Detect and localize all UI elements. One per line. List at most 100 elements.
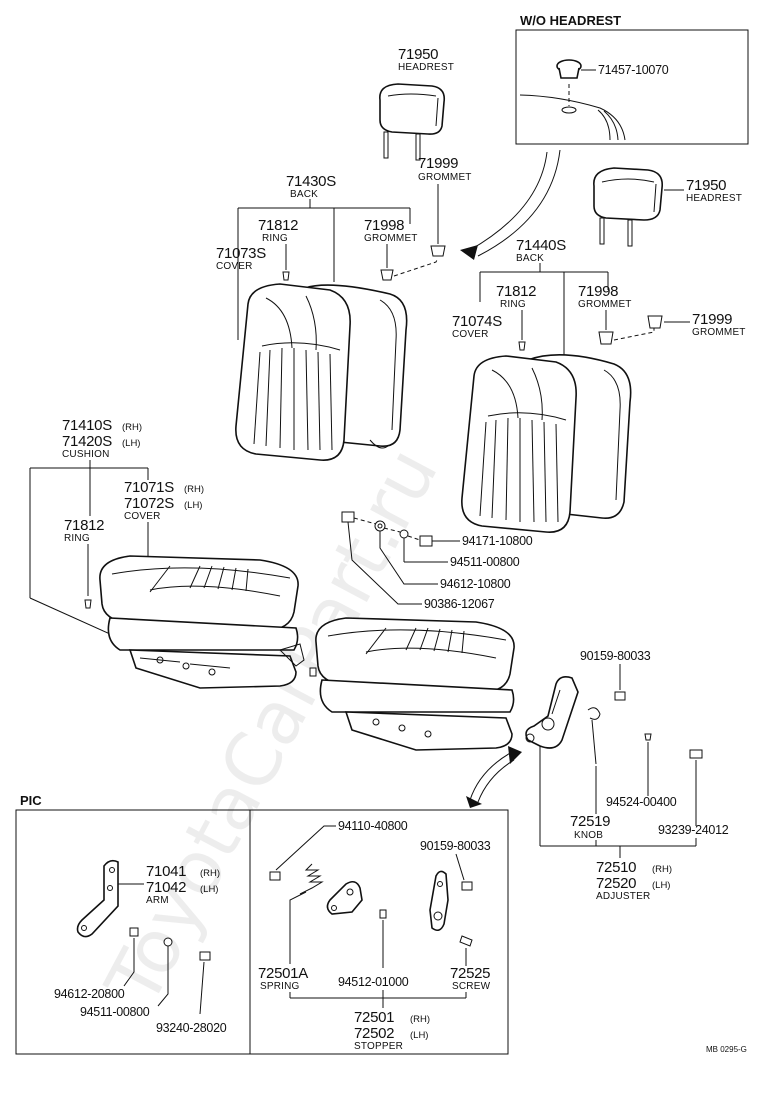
stopper-lever [429, 870, 449, 932]
label-grommet-b-left-name: GROMMET [418, 172, 472, 183]
seat-cushion-left [99, 555, 305, 689]
label-fastener-4: 90386-12067 [424, 597, 495, 611]
drawing-code: MB 0295-G [706, 1045, 747, 1054]
label-cushion-cover-rh-sfx: (RH) [184, 484, 204, 495]
label-arm-fastener-3: 93240-28020 [156, 1021, 227, 1035]
seat-top-no-headrest-illustration [519, 84, 626, 141]
ring-left [282, 271, 290, 281]
label-cushion-cover-lh-sfx: (LH) [184, 500, 202, 511]
arm-fastener-2 [163, 937, 173, 947]
back-left-bracket [237, 199, 411, 340]
pic-title: PIC [20, 793, 42, 808]
label-adjuster-name: ADJUSTER [596, 891, 650, 902]
label-plug-part: 71457-10070 [598, 63, 669, 77]
grommet-a-left [380, 269, 394, 281]
label-adjuster-lh-num: 72520 [596, 875, 636, 892]
label-stopper-rh-sfx: (RH) [410, 1014, 430, 1025]
label-arm-lh-num: 71042 [146, 879, 186, 896]
label-arm-name: ARM [146, 895, 169, 906]
label-fastener-3: 94612-10800 [440, 577, 511, 591]
label-cushion-lh-num: 71420S [62, 433, 112, 450]
label-cover-right-num: 71074S [452, 313, 502, 330]
label-grommet-a-left-name: GROMMET [364, 233, 418, 244]
label-headrest-left-num: 71950 [398, 46, 438, 63]
grommet-b-right [647, 315, 663, 329]
label-adjuster-knob-num: 72519 [570, 813, 610, 830]
label-arm-rh-num: 71041 [146, 863, 186, 880]
adjuster-bracket [539, 746, 697, 858]
fastener-group [341, 511, 433, 547]
label-spring-name: SPRING [260, 981, 300, 992]
label-headrest-left-name: HEADREST [398, 62, 454, 73]
seat-back-right [461, 354, 632, 533]
back-right-bracket [479, 263, 609, 356]
label-arm-fastener-1: 94612-20800 [54, 987, 125, 1001]
label-spring-bolt: 94110-40800 [338, 819, 408, 833]
arm-part [76, 859, 119, 938]
label-ring-left-num: 71812 [258, 217, 298, 234]
label-fastener-1: 94171-10800 [462, 534, 533, 548]
seat-cushion-right [309, 617, 515, 751]
label-cushion-cover-lh-num: 71072S [124, 495, 174, 512]
adjuster-lever [525, 676, 601, 749]
stopper-washer [379, 909, 387, 919]
label-screw-name: SCREW [452, 981, 491, 992]
label-arm-rh-sfx: (RH) [200, 868, 220, 879]
label-adjuster-washer: 94524-00400 [606, 795, 677, 809]
label-back-left-num: 71430S [286, 173, 336, 190]
label-arm-lh-sfx: (LH) [200, 884, 218, 895]
ring-right [518, 341, 526, 351]
label-grommet-b-left-num: 71999 [418, 155, 458, 172]
label-stopper-name: STOPPER [354, 1041, 403, 1052]
arm-fastener-1 [129, 927, 139, 937]
label-cushion-ring-name: RING [64, 533, 90, 544]
label-cushion-cover-rh-num: 71071S [124, 479, 174, 496]
pic-arrow [469, 751, 513, 801]
label-back-right-name: BACK [516, 253, 544, 264]
wo-headrest-title: W/O HEADREST [520, 13, 621, 28]
label-ring-right-name: RING [500, 299, 526, 310]
wo-headrest-inset-frame [515, 29, 749, 145]
label-adjuster-screw: 93239-24012 [658, 823, 729, 837]
label-grommet-b-right-num: 71999 [692, 311, 732, 328]
label-spring-num: 72501A [258, 965, 308, 982]
label-fastener-2: 94511-00800 [450, 555, 520, 569]
spring-bolt [269, 871, 281, 881]
label-adjuster-rh-num: 72510 [596, 859, 636, 876]
seat-back-left [235, 283, 408, 461]
spring-part [299, 863, 324, 895]
label-back-left-name: BACK [290, 189, 318, 200]
grommet-a-right [598, 331, 614, 345]
label-adjuster-lh-sfx: (LH) [652, 880, 670, 891]
headrest-right [593, 167, 664, 247]
label-stopper-bolt: 90159-80033 [420, 839, 491, 853]
label-cover-left-num: 71073S [216, 245, 266, 262]
label-grommet-a-left-num: 71998 [364, 217, 404, 234]
label-screw-num: 72525 [450, 965, 490, 982]
label-grommet-a-right-name: GROMMET [578, 299, 632, 310]
label-cushion-lh-sfx: (LH) [122, 438, 140, 449]
label-ring-left-name: RING [262, 233, 288, 244]
label-headrest-right-num: 71950 [686, 177, 726, 194]
label-arm-fastener-2: 94511-00800 [80, 1005, 150, 1019]
label-headrest-right-name: HEADREST [686, 193, 742, 204]
label-stopper-lh-sfx: (LH) [410, 1030, 428, 1041]
label-cushion-cover-name: COVER [124, 511, 161, 522]
grommet-b-left [430, 245, 446, 257]
label-cover-right-name: COVER [452, 329, 489, 340]
label-stopper-rh-num: 72501 [354, 1009, 394, 1026]
label-stopper-lh-num: 72502 [354, 1025, 394, 1042]
label-cushion-rh-sfx: (RH) [122, 422, 142, 433]
label-adjuster-bolt: 90159-80033 [580, 649, 651, 663]
stopper-screw [459, 935, 473, 947]
label-adjuster-rh-sfx: (RH) [652, 864, 672, 875]
headrest-left [379, 83, 446, 161]
label-cover-left-name: COVER [216, 261, 253, 272]
label-back-right-num: 71440S [516, 237, 566, 254]
adjuster-knob-rod [591, 719, 597, 765]
label-cushion-name: CUSHION [62, 449, 110, 460]
headrest-hole-plug [556, 59, 582, 79]
stopper-plate [326, 880, 363, 915]
